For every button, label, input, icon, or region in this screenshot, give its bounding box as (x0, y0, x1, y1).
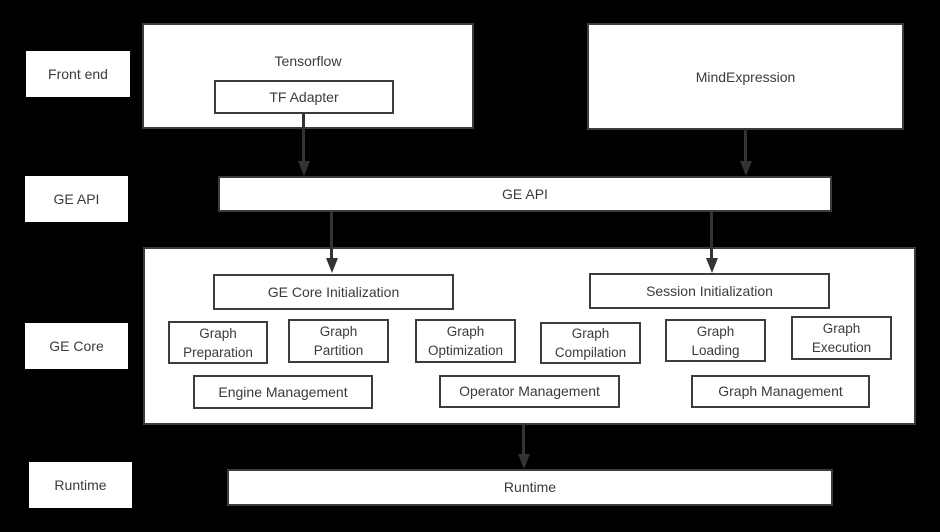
graph-compilation-label: Graph Compilation (554, 326, 627, 360)
graph-management-box: Graph Management (691, 375, 870, 408)
tf-adapter-label: TF Adapter (269, 88, 339, 105)
engine-management-box: Engine Management (193, 375, 373, 409)
engine-management-label: Engine Management (218, 383, 348, 400)
arrow-head-icon (705, 258, 718, 273)
row-label-ge-core-text: GE Core (49, 338, 104, 354)
arrow-shaft (522, 425, 525, 454)
row-label-front-end: Front end (26, 51, 130, 97)
graph-loading-label: Graph Loading (691, 323, 740, 358)
row-label-ge-api: GE API (25, 176, 128, 222)
graph-preparation-box: Graph Preparation (168, 321, 268, 364)
tensorflow-box: Tensorflow TF Adapter (142, 23, 474, 129)
graph-partition-box: Graph Partition (288, 319, 389, 363)
arrow-shaft (710, 212, 713, 258)
arrow-shaft (744, 129, 747, 161)
row-label-runtime-text: Runtime (54, 477, 107, 493)
arrow-head-icon (325, 258, 338, 273)
operator-management-box: Operator Management (439, 375, 620, 408)
tf-adapter-box: TF Adapter (214, 80, 394, 114)
graph-execution-label: Graph Execution (811, 321, 872, 355)
graph-optimization-box: Graph Optimization (415, 319, 516, 363)
arrow-head-icon (517, 454, 530, 469)
row-label-ge-api-text: GE API (53, 191, 100, 207)
ge-core-box: GE Core Initialization Session Initializ… (143, 247, 916, 425)
arrow-head-icon (739, 161, 752, 176)
arrow-head-icon (297, 161, 310, 176)
graph-optimization-label: Graph Optimization (427, 324, 504, 358)
mindexpression-title: MindExpression (695, 68, 796, 85)
runtime-box: Runtime (227, 469, 833, 506)
arrow-mindexpression-to-ge-api (739, 129, 752, 176)
runtime-box-label: Runtime (503, 479, 557, 495)
tensorflow-title: Tensorflow (274, 53, 342, 69)
graph-execution-box: Graph Execution (791, 316, 892, 360)
row-label-runtime: Runtime (29, 462, 132, 508)
arrow-ge-core-to-runtime (517, 425, 530, 469)
ge-core-initialization-box: GE Core Initialization (213, 274, 454, 310)
arrow-ge-api-to-ge-core-initialization (325, 212, 338, 273)
arrow-shaft (302, 114, 305, 161)
row-label-ge-core: GE Core (25, 323, 128, 369)
graph-preparation-label: Graph Preparation (183, 325, 253, 360)
ge-api-box: GE API (218, 176, 832, 212)
graph-partition-label: Graph Partition (313, 324, 364, 358)
operator-management-label: Operator Management (459, 383, 600, 399)
graph-compilation-box: Graph Compilation (540, 322, 641, 364)
row-label-front-end-text: Front end (48, 66, 108, 82)
graph-loading-box: Graph Loading (665, 319, 766, 362)
arrow-shaft (330, 212, 333, 258)
graph-management-label: Graph Management (718, 383, 843, 399)
session-initialization-label: Session Initialization (646, 282, 773, 299)
ge-core-initialization-label: GE Core Initialization (267, 283, 400, 300)
arrow-tf-adapter-to-ge-api (297, 114, 310, 176)
session-initialization-box: Session Initialization (589, 273, 830, 309)
ge-api-box-label: GE API (502, 185, 548, 202)
arrow-ge-api-to-session-initialization (705, 212, 718, 273)
mindexpression-box: MindExpression (587, 23, 904, 130)
